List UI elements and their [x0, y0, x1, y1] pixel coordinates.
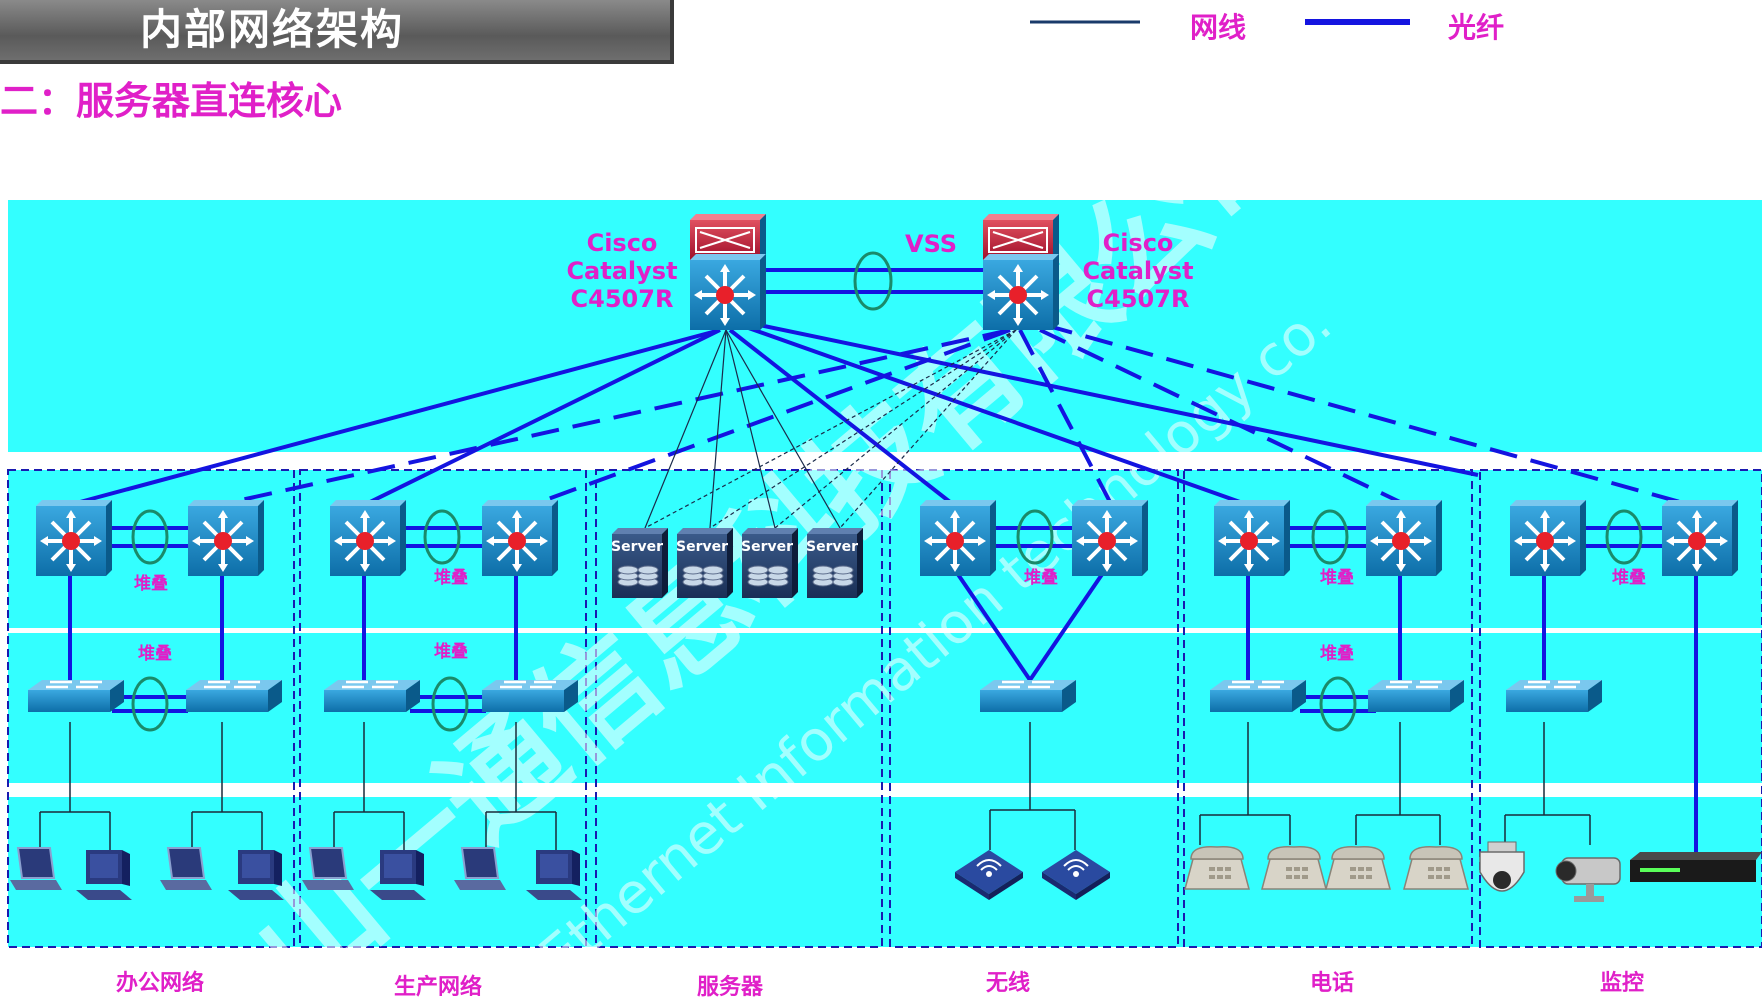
core-label-right: Cisco Catalyst C4507R — [1082, 229, 1193, 313]
svg-text:堆叠: 堆叠 — [1612, 567, 1646, 588]
nvr-recorder-icon — [1630, 852, 1762, 882]
dist-switch-monitoring-2 — [1660, 498, 1740, 578]
section-labels: 办公网络 生产网络 服务器 无线 电话 监控 — [116, 970, 1644, 999]
svg-text:堆叠: 堆叠 — [434, 641, 468, 662]
servers: Server Server Server Server — [611, 527, 864, 599]
svg-text:Cisco: Cisco — [587, 229, 658, 257]
dist-switch-phone-2 — [1364, 498, 1444, 578]
core-band — [8, 200, 1762, 452]
legend-fiber-label: 光纤 — [1448, 11, 1505, 44]
core-label-left: Cisco Catalyst C4507R — [566, 229, 677, 313]
dist-switch-phone-1 — [1212, 498, 1292, 578]
svg-text:堆叠: 堆叠 — [1320, 567, 1354, 588]
bullet-camera-icon — [1555, 857, 1621, 902]
access-switch-phone-2 — [1366, 678, 1466, 714]
svg-text:Server: Server — [806, 539, 858, 555]
svg-text:堆叠: 堆叠 — [134, 573, 168, 594]
section-box-office — [7, 469, 295, 948]
svg-text:堆叠: 堆叠 — [1320, 643, 1354, 664]
access-switch-wireless — [978, 678, 1078, 714]
core-uplinks-left — [79, 320, 1479, 504]
section-box-servers — [595, 469, 883, 948]
section-label-wireless: 无线 — [986, 970, 1030, 996]
page-title: 内部网络架构 — [140, 5, 405, 54]
core-switch-right — [983, 214, 1059, 330]
access-switch-production-2 — [480, 678, 580, 714]
legend-lines — [1030, 19, 1410, 25]
section-label-monitoring: 监控 — [1600, 970, 1644, 996]
access-switch-monitoring — [1504, 678, 1604, 714]
endpoint-cables — [39, 722, 1591, 850]
dist-switch-office-2 — [186, 498, 266, 578]
svg-text:Cisco: Cisco — [1103, 229, 1174, 257]
title-banner: 内部网络架构 — [0, 0, 674, 64]
access-switch-production-1 — [322, 678, 422, 714]
dist-switch-office-1 — [34, 498, 114, 578]
access-switch-office-2 — [184, 678, 284, 714]
vss-link — [766, 268, 990, 294]
svg-text:C4507R: C4507R — [1087, 285, 1190, 313]
stack-rings — [131, 509, 1643, 732]
section-label-phone: 电话 — [1310, 971, 1354, 996]
page-subtitle: 二：服务器直连核心 — [0, 79, 343, 123]
section-box-phone — [1183, 469, 1473, 948]
section-label-production: 生产网络 — [394, 974, 482, 999]
vss-label: VSS — [905, 230, 957, 258]
section-label-servers: 服务器 — [697, 975, 764, 999]
svg-text:Catalyst: Catalyst — [566, 257, 677, 285]
section-box-wireless — [889, 469, 1179, 948]
dist-switch-wireless-1 — [918, 498, 998, 578]
section-label-office: 办公网络 — [116, 970, 204, 996]
svg-text:堆叠: 堆叠 — [1024, 567, 1058, 588]
server-links-left — [644, 329, 841, 529]
section-box-production — [299, 469, 587, 948]
dome-camera-icon — [1479, 841, 1525, 892]
access-switch-office-1 — [26, 678, 126, 714]
server-links-right — [644, 329, 1017, 529]
legend-cable-label: 网线 — [1190, 11, 1247, 44]
access-switch-phone-1 — [1208, 678, 1308, 714]
svg-text:Server: Server — [611, 539, 663, 555]
svg-text:Server: Server — [741, 539, 793, 555]
vss-ring — [853, 251, 893, 311]
svg-text:C4507R: C4507R — [571, 285, 674, 313]
core-uplinks-right — [231, 323, 1681, 504]
core-switch-left — [690, 214, 766, 330]
dist-switch-wireless-2 — [1070, 498, 1150, 578]
svg-text:堆叠: 堆叠 — [138, 643, 172, 664]
ip-phone-icon — [1325, 846, 1391, 890]
stack-labels: 堆叠 堆叠 堆叠 堆叠 堆叠 堆叠 堆叠 堆叠 — [134, 567, 1646, 664]
svg-text:Catalyst: Catalyst — [1082, 257, 1193, 285]
dist-switch-production-2 — [480, 498, 560, 578]
dist-switch-monitoring-1 — [1508, 498, 1588, 578]
ip-phone-icon — [1403, 846, 1469, 890]
dist-access-links — [68, 568, 1546, 690]
section-box-monitoring — [1479, 469, 1762, 948]
stack-links — [110, 526, 1664, 713]
svg-text:Server: Server — [676, 539, 728, 555]
ip-phone-icon — [1261, 846, 1327, 890]
ip-phone-icon — [1184, 846, 1250, 890]
dist-switch-production-1 — [328, 498, 408, 578]
svg-text:堆叠: 堆叠 — [434, 567, 468, 588]
